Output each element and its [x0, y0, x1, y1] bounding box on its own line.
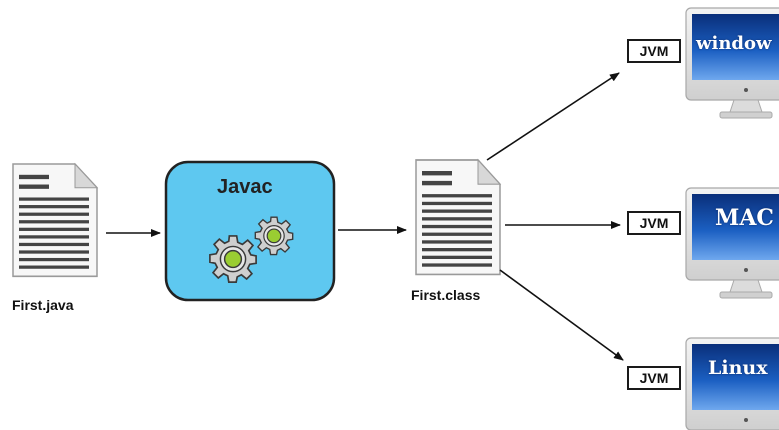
output-file-label: First.class — [411, 287, 481, 303]
class-file-icon — [415, 159, 501, 276]
os-label-mac: MAC — [715, 205, 774, 231]
arrow-class-to-linux — [499, 269, 624, 361]
source-file-icon — [12, 163, 98, 278]
gear-icon — [209, 235, 257, 283]
source-file-label: First.java — [12, 297, 74, 313]
jvm-box-linux: JVM — [627, 366, 681, 390]
compiler-label: Javac — [217, 176, 273, 198]
jvm-box-mac: JVM — [627, 211, 681, 235]
monitor-icon — [685, 337, 779, 430]
monitor-icon — [685, 7, 779, 119]
compiler-box — [164, 160, 336, 302]
arrow-class-to-window — [486, 72, 620, 161]
jvm-box-window: JVM — [627, 39, 681, 63]
os-label-window: window — [696, 33, 772, 54]
os-label-linux: Linux — [708, 357, 768, 379]
gear-icon — [254, 216, 294, 256]
